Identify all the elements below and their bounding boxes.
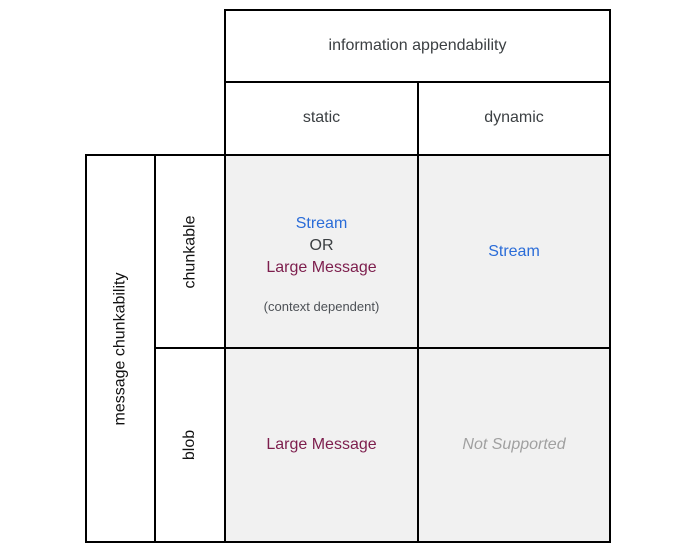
cell-chunkable-static-option2: Large Message — [266, 259, 377, 276]
grid-line-column-divider — [417, 81, 419, 543]
cell-bg-blob-static — [225, 348, 418, 542]
cell-blob-static: Large Message — [266, 436, 377, 453]
cell-chunkable-static-option1: Stream — [295, 215, 348, 232]
cell-chunkable-static-connector: OR — [309, 237, 334, 254]
grid-line-right-edge — [609, 9, 611, 543]
row-header-chunkable: chunkable — [155, 155, 225, 348]
grid-line-left-edge — [85, 154, 87, 543]
cell-blob-dynamic: Not Supported — [462, 436, 566, 453]
cell-bg-blob-dynamic — [418, 348, 610, 542]
row-header-blob: blob — [155, 348, 225, 542]
grid-line-row-divider — [155, 347, 611, 349]
grid-line-under-column-headers — [86, 154, 611, 156]
cell-bg-chunkable-static — [225, 155, 418, 348]
column-header-dynamic: dynamic — [484, 109, 544, 126]
grid-line-bottom — [86, 541, 611, 543]
grid-line-top — [225, 9, 611, 11]
column-header-static: static — [302, 109, 341, 126]
row-axis-title-text: message chunkability — [111, 272, 129, 425]
cell-chunkable-static-note: (context dependent) — [263, 299, 380, 314]
row-axis-title: message chunkability — [86, 155, 155, 542]
row-header-chunkable-text: chunkable — [181, 215, 199, 288]
grid-line-row-label-divider — [154, 154, 156, 543]
cell-bg-chunkable-dynamic — [418, 155, 610, 348]
cell-chunkable-static: Stream OR Large Message (context depende… — [225, 213, 418, 319]
row-header-blob-text: blob — [181, 429, 198, 461]
cell-chunkable-dynamic: Stream — [488, 242, 540, 260]
column-axis-title: information appendability — [328, 36, 507, 54]
grid-line-cells-left — [224, 9, 226, 543]
